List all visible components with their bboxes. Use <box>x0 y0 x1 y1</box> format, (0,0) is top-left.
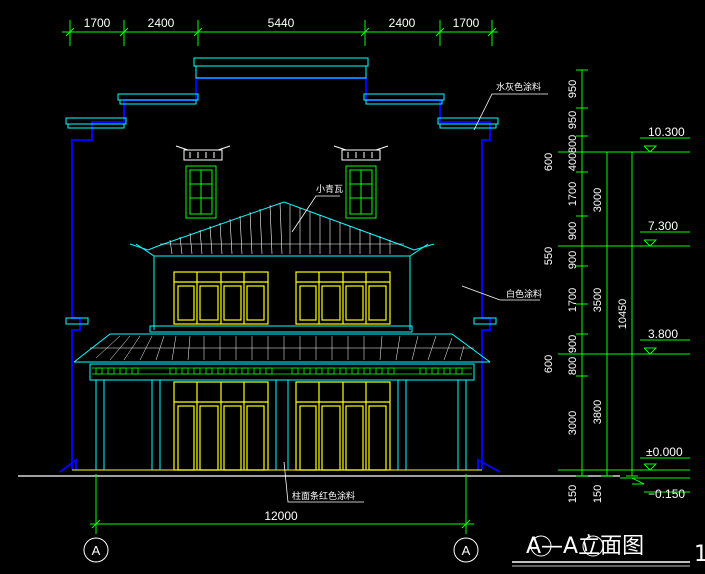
drawing-title-suffix: 1 <box>694 542 705 567</box>
dim-800-b: 800 <box>567 357 579 375</box>
level-10-300: 10.300 <box>648 125 685 139</box>
note-small-tile: 小青瓦 <box>316 183 343 195</box>
upper-lattice-windows <box>185 165 377 219</box>
dim-3000-b: 3000 <box>592 188 604 212</box>
dim-3500: 3500 <box>592 288 604 312</box>
dim-550: 550 <box>543 247 555 265</box>
axis-label-left: A <box>92 543 101 558</box>
dim-800-a: 800 <box>567 135 579 153</box>
eave-frieze <box>92 367 472 375</box>
overall-width-dim: 12000 <box>264 509 298 523</box>
top-dim-3: 5440 <box>268 16 295 30</box>
dim-150-a: 150 <box>567 485 579 503</box>
second-floor-windows <box>173 271 391 325</box>
lower-roof-tiles <box>90 335 474 361</box>
dim-950-b: 950 <box>567 111 579 129</box>
level-7-300: 7.300 <box>648 219 678 233</box>
right-dims-inner: 950 950 800 400 600 1700 900 550 900 170… <box>543 80 579 503</box>
top-dimension-chain <box>62 20 498 46</box>
dim-10450: 10450 <box>617 299 629 330</box>
dim-600-b: 600 <box>543 355 555 373</box>
level-neg-0-150: −0.150 <box>648 487 685 501</box>
dim-1700-a: 1700 <box>567 182 579 206</box>
axis-bubble-left: A <box>83 537 109 563</box>
annotation-leaders <box>283 93 548 503</box>
note-white-paint: 白色涂料 <box>506 288 542 300</box>
level-markers <box>631 137 690 493</box>
note-gray-paint: 水灰色涂料 <box>496 81 541 93</box>
right-dims-mid: 3000 3500 3800 150 <box>592 188 604 503</box>
axis-bubble-right: A <box>453 537 479 563</box>
dim-600-a: 600 <box>543 153 555 171</box>
bottom-dimension <box>90 474 474 534</box>
upper-roof <box>129 201 435 333</box>
dim-900-a: 900 <box>567 222 579 240</box>
dim-150-b: 150 <box>592 485 604 503</box>
wall-outline <box>59 77 501 473</box>
top-dim-4: 2400 <box>389 16 416 30</box>
columns <box>95 380 467 470</box>
upper-roof-tiles <box>160 202 404 255</box>
dim-900-b: 900 <box>567 251 579 269</box>
dim-1700-b: 1700 <box>567 288 579 312</box>
dim-3000-a: 3000 <box>567 411 579 435</box>
level-3-800: 3.800 <box>648 327 678 341</box>
dormer-roofs <box>175 145 389 161</box>
top-dim-5: 1700 <box>453 16 480 30</box>
dim-3800: 3800 <box>592 400 604 424</box>
right-dimension-lines <box>558 69 690 479</box>
drawing-title: A—A立面图 1 <box>512 534 705 567</box>
axis-label-right: A <box>462 543 471 558</box>
level-0-000: ±0.000 <box>646 445 683 459</box>
parapet-caps <box>65 57 499 325</box>
lower-roof <box>73 333 491 381</box>
note-red-paint: 柱面条红色涂料 <box>292 490 355 502</box>
top-dim-1: 1700 <box>84 16 111 30</box>
top-dim-2: 2400 <box>148 16 175 30</box>
dim-900-c: 900 <box>567 335 579 353</box>
dim-400: 400 <box>567 153 579 171</box>
ground-floor-doors <box>173 381 391 471</box>
dim-950-a: 950 <box>567 80 579 98</box>
